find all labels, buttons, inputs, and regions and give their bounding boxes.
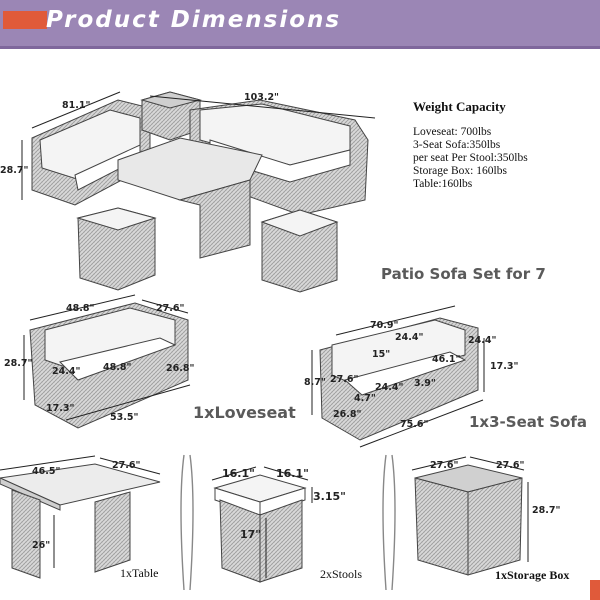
section-separators bbox=[180, 454, 396, 591]
loveseat-arm-height-label: 26.8" bbox=[166, 363, 195, 374]
stool-cushion-label: 3.15" bbox=[313, 490, 346, 503]
loveseat-height-label: 28.7" bbox=[4, 358, 33, 369]
sofa-depth-label: 24.4" bbox=[395, 332, 424, 343]
box-width-a-label: 27.6" bbox=[430, 460, 459, 471]
sofa-seat-label: 24.4" bbox=[375, 382, 404, 393]
sofa-depth-right-label: 24.4" bbox=[468, 335, 497, 346]
weight-capacity-panel: Weight Capacity Loveseat: 700lbs 3-Seat … bbox=[413, 99, 528, 191]
loveseat-width-label: 48.8" bbox=[66, 303, 95, 314]
header-banner bbox=[0, 0, 600, 46]
sofa-seat-width-label: 46.1" bbox=[432, 354, 461, 365]
weight-line-loveseat: Loveseat: 700lbs bbox=[413, 126, 492, 138]
corner-accent-bottom bbox=[590, 580, 600, 600]
sofa-illustration bbox=[319, 317, 479, 441]
table-caption: 1xTable bbox=[120, 566, 159, 580]
set-caption: Patio Sofa Set for 7 bbox=[381, 265, 546, 283]
sofa-total-width-label: 75.6" bbox=[400, 419, 429, 430]
sofa-caption: 1x3-Seat Sofa bbox=[469, 413, 588, 431]
loveseat-caption: 1xLoveseat bbox=[193, 403, 296, 422]
set-height-label: 28.7" bbox=[0, 165, 29, 176]
weight-line-table: Table:160lbs bbox=[413, 178, 473, 190]
stool-width-b-label: 16.1" bbox=[276, 467, 309, 480]
table-width-label: 27.6" bbox=[112, 460, 141, 471]
sofa-height-left-label: 8.7" bbox=[304, 377, 326, 388]
loveseat-seat-depth-label: 24.4" bbox=[52, 366, 81, 377]
stool-illustration bbox=[213, 474, 307, 583]
weight-line-stool: per seat Per Stool:350lbs bbox=[413, 152, 528, 164]
stool-height-label: 17" bbox=[240, 528, 262, 541]
page-title: Product Dimensions bbox=[46, 7, 342, 33]
header-stripe bbox=[0, 46, 600, 49]
weight-line-storage-box: Storage Box: 160lbs bbox=[413, 165, 507, 177]
sofa-side-height-label: 26.8" bbox=[333, 409, 362, 420]
sofa-arm-label: 4.7" bbox=[354, 393, 376, 404]
loveseat-total-width-label: 53.5" bbox=[110, 412, 139, 423]
table-height-label: 26" bbox=[32, 540, 51, 551]
loveseat-dimension-lines bbox=[23, 294, 191, 421]
loveseat-seat-height-label: 17.3" bbox=[46, 403, 75, 414]
storage-box-illustration bbox=[414, 464, 523, 576]
stools-caption: 2xStools bbox=[320, 567, 363, 581]
storage-box-caption: 1xStorage Box bbox=[495, 568, 570, 582]
stool-width-a-label: 16.1" bbox=[222, 467, 255, 480]
weight-capacity-title: Weight Capacity bbox=[413, 99, 506, 114]
set-dimension-lines bbox=[21, 91, 376, 200]
storage-box-dimension-lines bbox=[411, 456, 529, 562]
sofa-dimension-lines bbox=[311, 305, 485, 448]
sofa-back-label: 15" bbox=[372, 349, 391, 360]
set-width-label: 103.2" bbox=[244, 92, 279, 103]
box-height-label: 28.7" bbox=[532, 505, 561, 516]
table-illustration bbox=[0, 463, 161, 579]
loveseat-seat-width-label: 48.8" bbox=[103, 362, 132, 373]
sofa-width-label: 70.9" bbox=[370, 320, 399, 331]
stool-dimension-lines bbox=[211, 466, 313, 578]
corner-accent bbox=[3, 11, 47, 29]
sofa-arm-depth-label: 27.6" bbox=[330, 374, 359, 385]
box-width-b-label: 27.6" bbox=[496, 460, 525, 471]
table-length-label: 46.5" bbox=[32, 466, 61, 477]
sofa-height-right-label: 17.3" bbox=[490, 361, 519, 372]
table-dimension-lines bbox=[0, 455, 161, 568]
set-depth-label: 81.1" bbox=[62, 100, 91, 111]
sofa-inner-label: 3.9" bbox=[414, 378, 436, 389]
set-illustration bbox=[31, 91, 369, 293]
weight-line-sofa: 3-Seat Sofa:350lbs bbox=[413, 139, 501, 151]
loveseat-depth-label: 27.6" bbox=[156, 303, 185, 314]
